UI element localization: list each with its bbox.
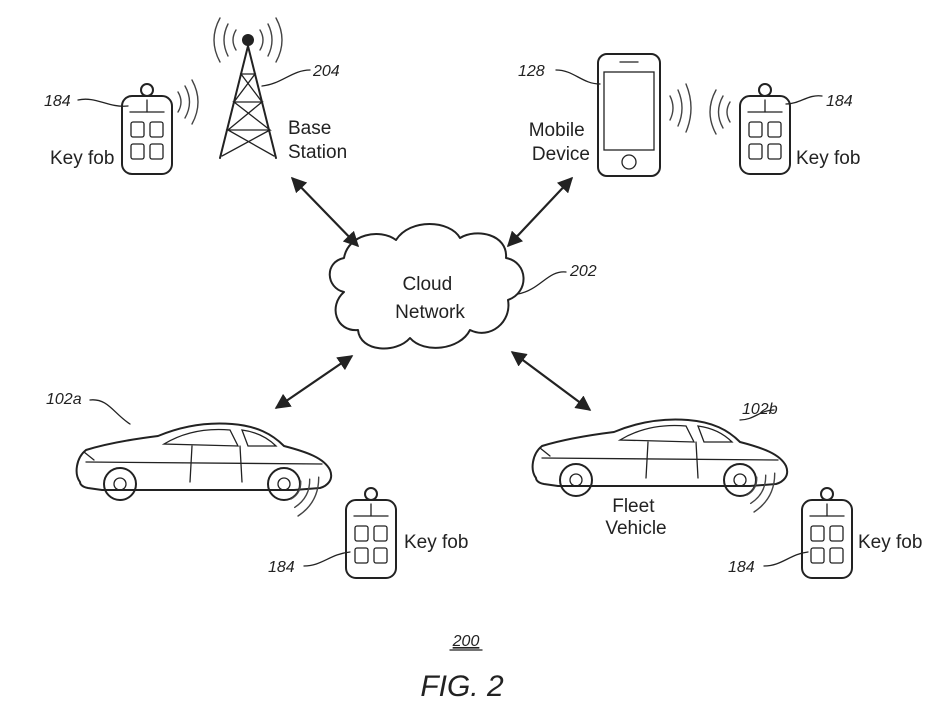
key-fob-bottom-left: Key fob 184 [268,487,468,579]
cloud-network: Cloud Network 202 [328,223,597,350]
vehicle-b: 102b Fleet Vehicle [531,401,789,539]
key-fob-ref: 184 [826,93,853,110]
arrow-cloud-vehicle-a [274,355,354,409]
key-fob-ref: 184 [268,559,295,576]
figure-caption: 200 FIG. 2 [420,633,504,703]
base-station: Base Station 204 [213,17,347,163]
key-fob-ref: 184 [44,93,71,110]
connection-arrows [274,176,592,411]
fleet-vehicle-label: Fleet Vehicle [605,496,666,539]
system-ref: 200 [452,633,480,650]
arrow-base-station-cloud [290,176,360,248]
figure-number: FIG. 2 [420,670,504,703]
key-fob-label: Key fob [404,532,468,553]
cloud-network-label: Cloud Network [395,274,465,323]
mobile-device: Mobile Device 128 [518,53,692,177]
arrow-mobile-cloud [506,176,574,248]
car-icon [75,422,333,501]
key-fob-label: Key fob [858,532,922,553]
vehicle-a: 102a [46,391,333,520]
key-fob-bottom-right: Key fob 184 [728,487,922,579]
cloud-network-ref: 202 [569,263,597,280]
key-fob-label: Key fob [50,148,114,169]
phone-icon [597,53,661,177]
antenna-icon [242,34,254,46]
key-fob-ref: 184 [728,559,755,576]
car-icon [531,418,789,497]
key-fob-top-left: Key fob 184 [44,79,199,175]
key-fob-top-right: Key fob 184 [709,83,860,175]
base-station-label: Base Station [288,118,347,163]
base-station-ref: 204 [312,63,340,80]
vehicle-b-ref: 102b [742,401,778,418]
key-fob-label: Key fob [796,148,860,169]
vehicle-a-ref: 102a [46,391,82,408]
mobile-device-ref: 128 [518,63,545,80]
mobile-device-label: Mobile Device [529,120,590,165]
arrow-cloud-vehicle-b [510,351,592,411]
